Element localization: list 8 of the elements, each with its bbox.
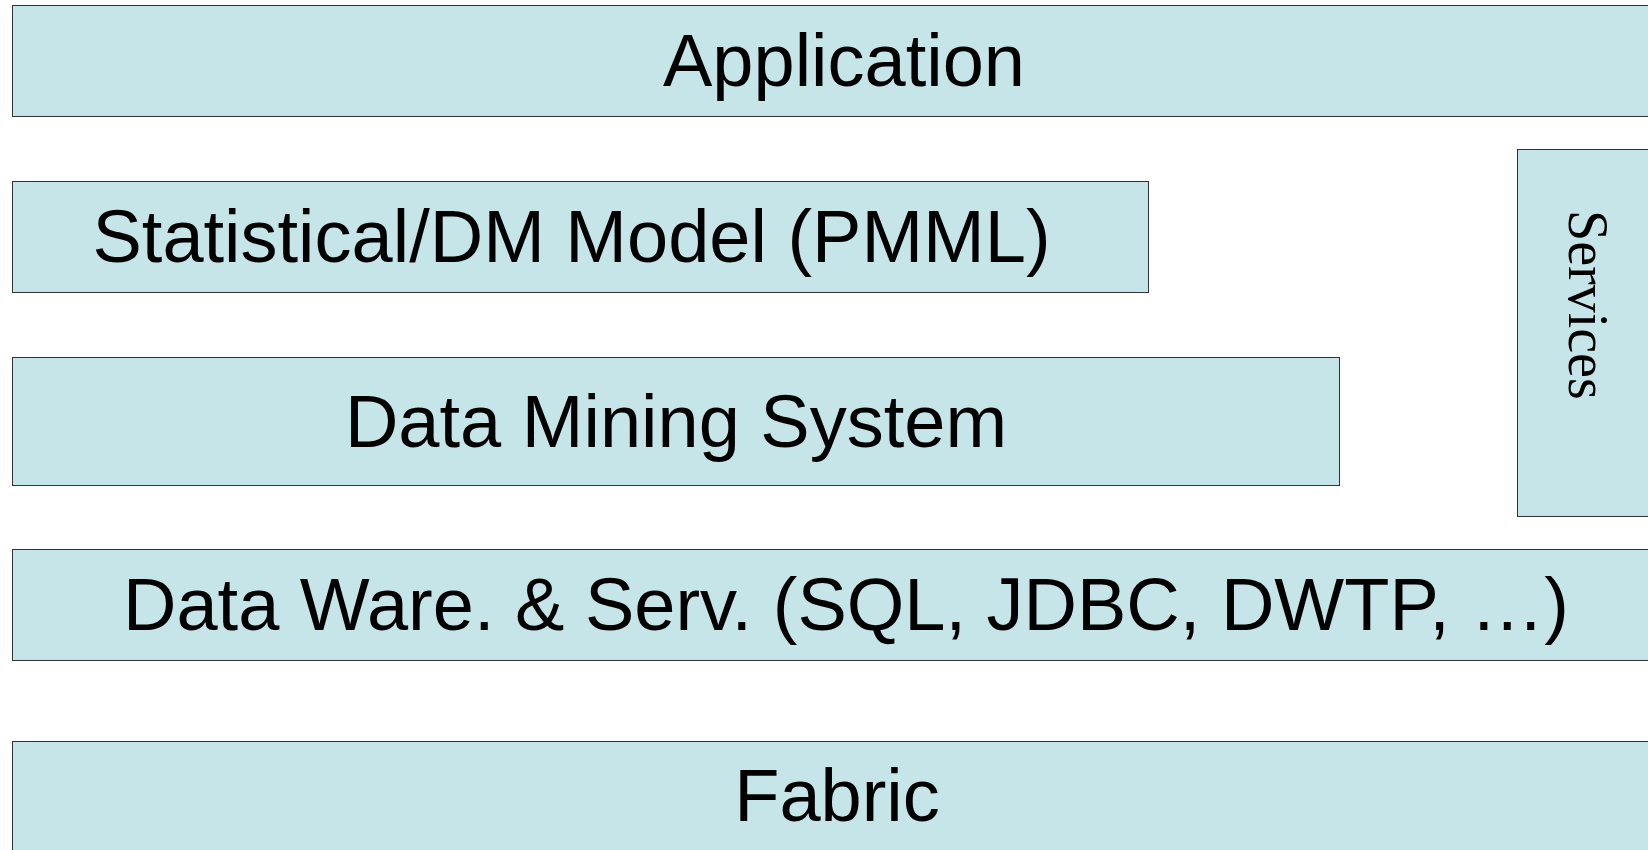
layer-box <box>12 357 1340 486</box>
layer-box <box>12 5 1648 117</box>
layer-label: Fabric <box>734 759 940 833</box>
layer-box <box>12 549 1648 661</box>
layer-box <box>12 181 1149 293</box>
layer-box <box>12 741 1648 850</box>
panel-label: Services <box>1560 210 1616 400</box>
side-panel <box>1517 149 1648 517</box>
